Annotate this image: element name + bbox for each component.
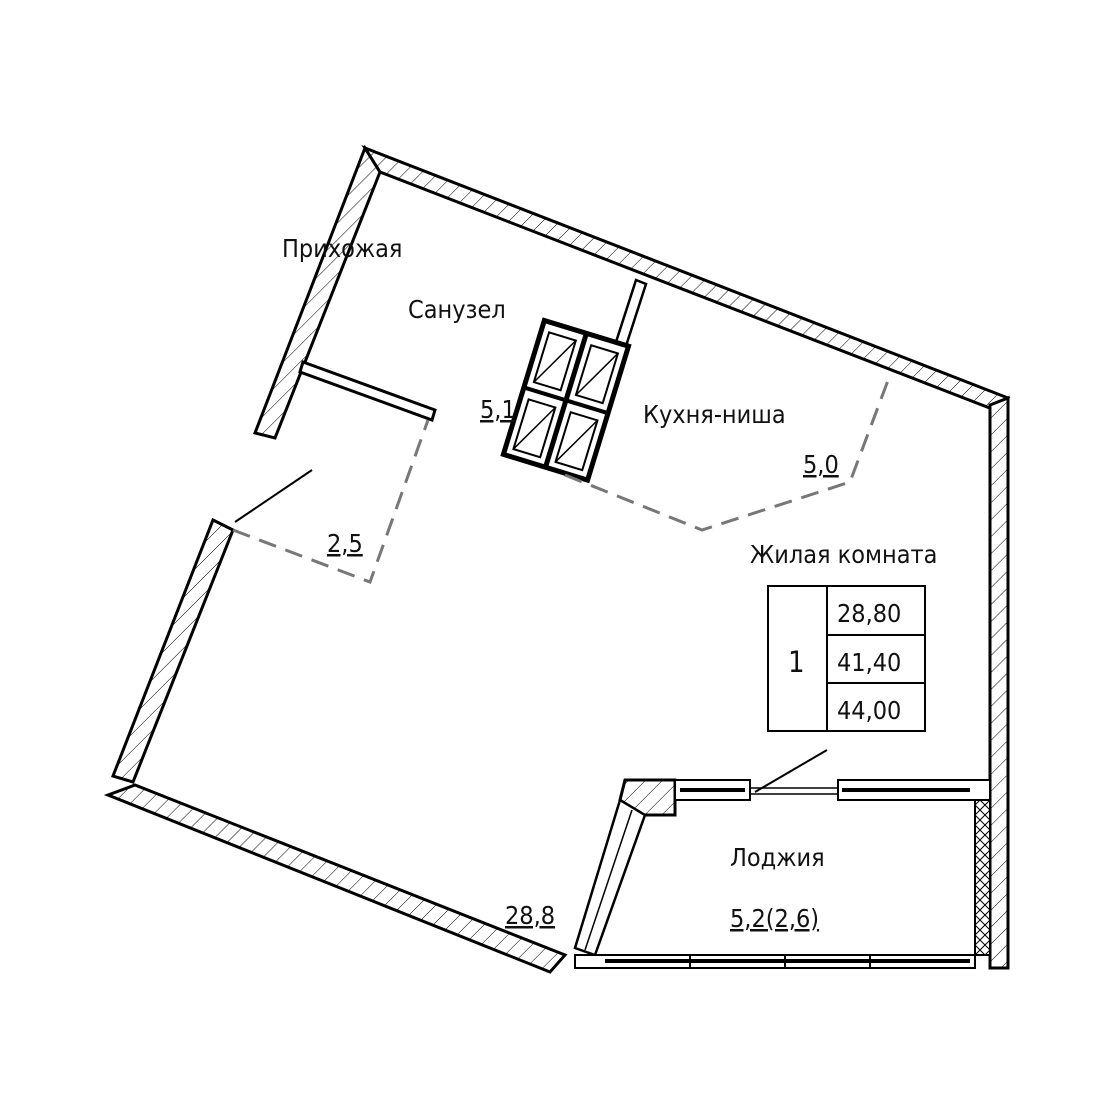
living-area-total: 28,80 [837, 599, 901, 628]
wall-left-lower [111, 517, 235, 784]
bathroom-area: 5,1 [480, 395, 516, 424]
wall-bottom [103, 783, 568, 974]
rooms-count: 1 [788, 645, 805, 679]
leader-line-hallway [234, 469, 313, 523]
total-area: 41,40 [837, 648, 901, 677]
hallway-zone-boundary [232, 419, 430, 584]
hallway-name: Прихожая [282, 234, 402, 263]
partition-hallway [298, 360, 437, 422]
wall-right [988, 395, 1010, 970]
loggia-name: Лоджия [730, 843, 825, 872]
loggia-area: 5,2(2,6) [730, 904, 819, 933]
loggia-window-bottom [574, 954, 976, 969]
wall-top [361, 144, 1011, 414]
living-name: Жилая комната [750, 540, 937, 569]
partition-bathroom [614, 278, 648, 348]
leader-line-summary [754, 749, 828, 793]
kitchen-zone-boundary [564, 374, 892, 532]
hallway-area: 2,5 [327, 529, 363, 558]
ventilation-shafts [500, 317, 632, 484]
wall-loggia-right [974, 799, 991, 956]
area-summary-table: 1 28,80 41,40 44,00 [767, 585, 926, 732]
total-area-with-loggia: 44,00 [837, 696, 901, 725]
kitchen-area: 5,0 [803, 450, 839, 479]
loggia-window-top [674, 779, 991, 801]
living-area: 28,8 [505, 901, 555, 930]
bathroom-name: Санузел [408, 295, 506, 324]
kitchen-name: Кухня-ниша [643, 400, 786, 429]
